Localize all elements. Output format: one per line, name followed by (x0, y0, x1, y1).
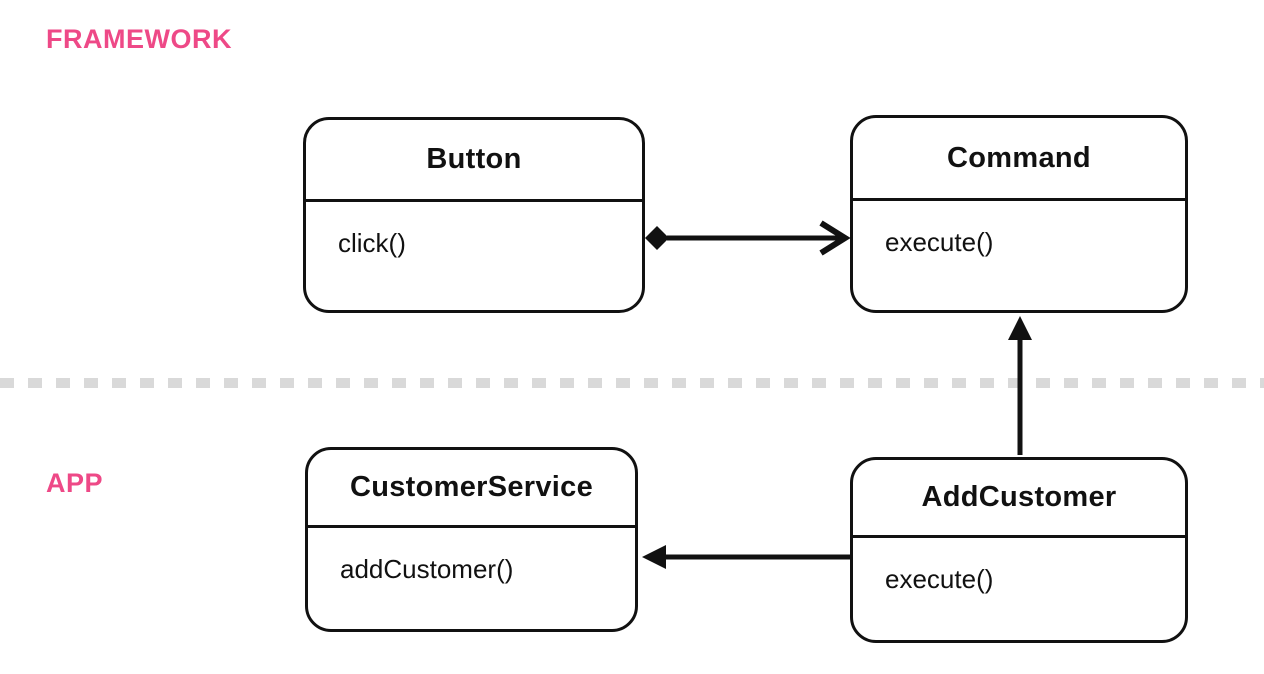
class-name-button: Button (306, 120, 642, 202)
class-name-add-customer: AddCustomer (853, 460, 1185, 538)
composition-diamond-icon (645, 226, 669, 250)
association-button-command (645, 220, 851, 256)
class-methods-command: execute() (853, 201, 1185, 310)
class-box-add-customer: AddCustomer execute() (850, 457, 1188, 643)
method-execute-add-customer: execute() (885, 564, 994, 594)
method-execute-command: execute() (885, 227, 994, 257)
class-box-button: Button click() (303, 117, 645, 313)
arrow-addcustomer-customerservice (642, 545, 850, 569)
class-name-customer-service: CustomerService (308, 450, 635, 528)
class-methods-customer-service: addCustomer() (308, 528, 635, 629)
app-layer-label: APP (46, 468, 104, 498)
class-methods-button: click() (306, 202, 642, 310)
class-name-command: Command (853, 118, 1185, 201)
layer-divider-line (0, 378, 1264, 388)
method-click: click() (338, 228, 406, 258)
framework-layer-label: FRAMEWORK (46, 24, 232, 54)
method-add-customer: addCustomer() (340, 554, 514, 584)
open-arrowhead-icon (819, 220, 851, 256)
filled-arrowhead-left-icon (642, 545, 666, 569)
class-box-command: Command execute() (850, 115, 1188, 313)
filled-arrowhead-up-icon (1008, 316, 1032, 340)
class-box-customer-service: CustomerService addCustomer() (305, 447, 638, 632)
class-methods-add-customer: execute() (853, 538, 1185, 640)
